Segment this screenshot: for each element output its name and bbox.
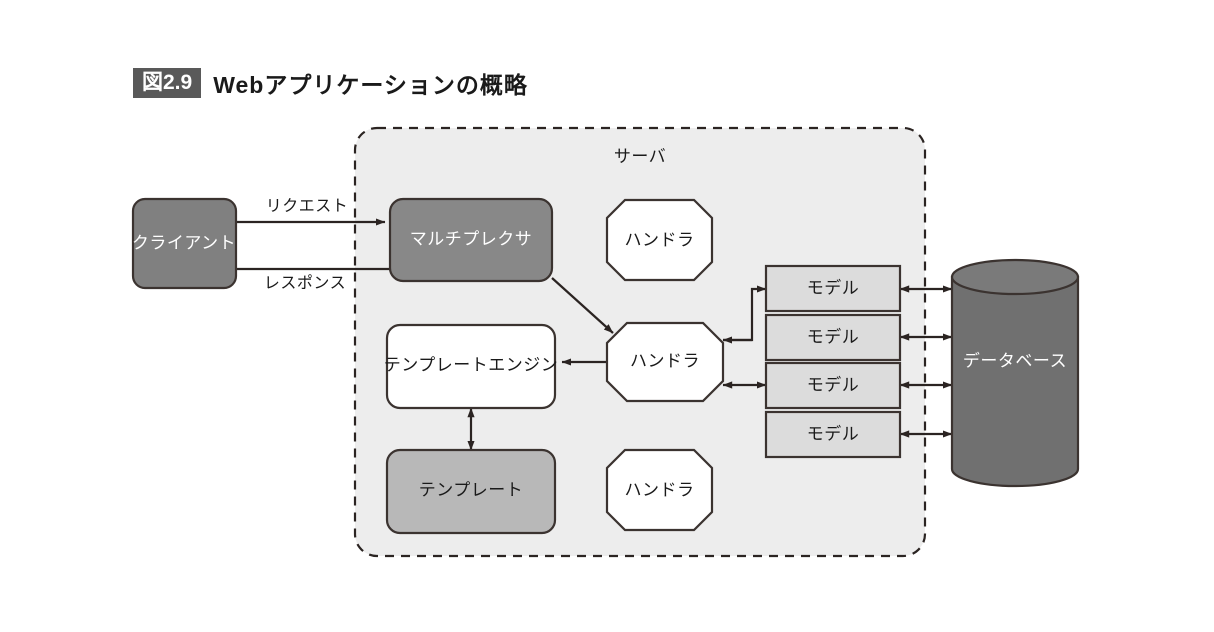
model-2-box[interactable]	[764, 313, 902, 362]
template-engine-box[interactable]	[385, 323, 557, 410]
model-1-box[interactable]	[764, 264, 902, 313]
handler-bottom-shape[interactable]	[605, 448, 714, 532]
model-4-label: モデル	[807, 423, 860, 443]
edge-label-layer: リクエスト レスポンス	[264, 197, 348, 292]
multiplexer-label: マルチプレクサ	[410, 229, 533, 248]
client-label: クライアント	[132, 233, 236, 252]
node-template[interactable]: テンプレート	[385, 448, 557, 535]
handler-mid-label: ハンドラ	[630, 351, 700, 370]
page-title: Webアプリケーションの概略	[213, 72, 528, 98]
node-multiplexer[interactable]: マルチプレクサ	[388, 197, 554, 283]
node-model-3[interactable]: モデル	[764, 361, 902, 410]
node-model-1[interactable]: モデル	[764, 264, 902, 313]
node-template-engine[interactable]: テンプレートエンジン	[384, 323, 559, 410]
handler-top-label: ハンドラ	[625, 230, 695, 249]
multiplexer-box[interactable]	[388, 197, 554, 283]
node-handler-bottom[interactable]: ハンドラ	[605, 448, 714, 532]
handler-top-shape[interactable]	[605, 198, 714, 282]
template-engine-label: テンプレートエンジン	[384, 355, 559, 374]
edge-label-response: レスポンス	[264, 274, 346, 292]
server-region-label: サーバ	[614, 147, 666, 166]
client-box[interactable]	[131, 197, 238, 290]
edge-label-request: リクエスト	[266, 197, 349, 215]
model-2-label: モデル	[807, 326, 860, 346]
node-handler-top[interactable]: ハンドラ	[605, 198, 714, 282]
model-1-label: モデル	[807, 277, 860, 297]
template-box[interactable]	[385, 448, 557, 535]
edge-multiplexer-to-handler	[551, 277, 614, 334]
node-database[interactable]: データベース	[950, 258, 1080, 488]
figure-number-badge: 図2.9	[133, 68, 202, 98]
database-body[interactable]	[950, 275, 1080, 488]
handler-mid-shape[interactable]	[605, 321, 725, 403]
node-model-4[interactable]: モデル	[764, 410, 902, 459]
model-4-box[interactable]	[764, 410, 902, 459]
database-label: データベース	[963, 350, 1067, 370]
database-top	[950, 258, 1080, 296]
node-handler-mid[interactable]: ハンドラ	[605, 321, 725, 403]
node-model-2[interactable]: モデル	[764, 313, 902, 362]
model-3-label: モデル	[807, 374, 860, 394]
model-3-box[interactable]	[764, 361, 902, 410]
node-client[interactable]: クライアント	[131, 197, 238, 290]
figure-heading: 図2.9 Webアプリケーションの概略	[133, 66, 528, 100]
handler-bottom-label: ハンドラ	[625, 480, 695, 499]
template-label: テンプレート	[419, 480, 524, 499]
